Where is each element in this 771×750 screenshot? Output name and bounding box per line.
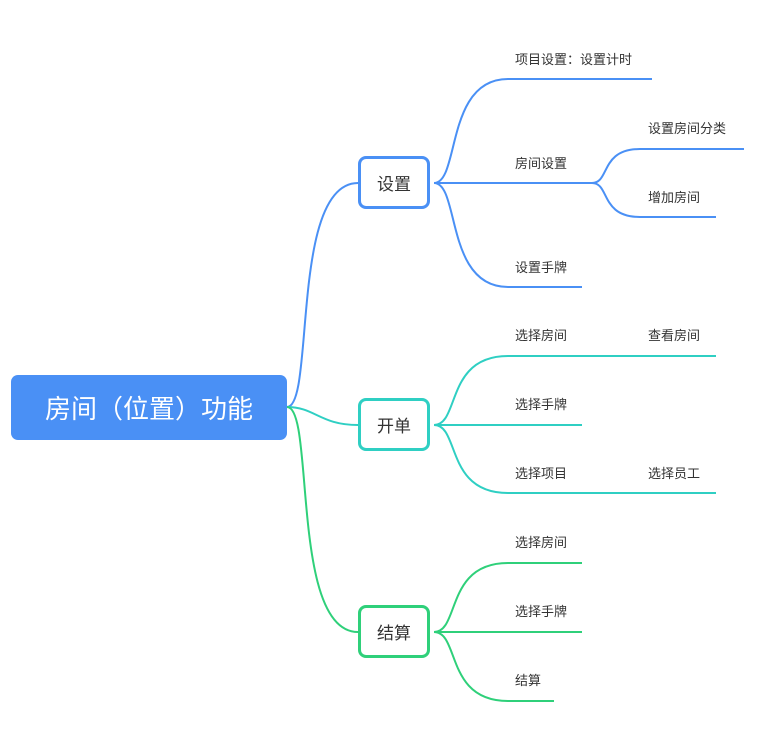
leaf-checkout-select-room[interactable]: 选择房间 [515, 536, 568, 551]
leaf-room-settings[interactable]: 房间设置 [515, 157, 568, 172]
root-node[interactable]: 房间（位置）功能 [11, 375, 287, 440]
branch-checkout-label: 结算 [377, 624, 411, 644]
branch-settings-label: 设置 [377, 175, 411, 195]
connector-settings-handcard [433, 182, 582, 288]
connector-root-settings [286, 182, 359, 408]
connector-room-category [591, 148, 744, 184]
connector-settings-project [433, 78, 652, 184]
leaf-select-staff[interactable]: 选择员工 [648, 467, 701, 482]
connector-root-checkout [286, 406, 359, 633]
branch-open[interactable]: 开单 [358, 398, 430, 451]
leaf-view-room[interactable]: 查看房间 [648, 329, 701, 344]
connector-root-open [286, 406, 359, 426]
root-label: 房间（位置）功能 [44, 395, 253, 425]
leaf-checkout-checkout[interactable]: 结算 [515, 674, 542, 689]
connector-checkout-checkout [433, 631, 554, 702]
leaf-room-category[interactable]: 设置房间分类 [648, 122, 727, 137]
leaf-handcard-settings[interactable]: 设置手牌 [515, 261, 568, 276]
branch-open-label: 开单 [377, 417, 411, 437]
leaf-open-select-room[interactable]: 选择房间 [515, 329, 568, 344]
leaf-open-select-project[interactable]: 选择项目 [515, 467, 568, 482]
connector-room-add [591, 182, 716, 218]
connector-open-room [433, 355, 716, 426]
leaf-open-select-handcard[interactable]: 选择手牌 [515, 398, 568, 413]
leaf-project-settings[interactable]: 项目设置：设置计时 [515, 53, 633, 68]
leaf-add-room[interactable]: 增加房间 [648, 191, 701, 206]
connector-checkout-room [433, 562, 582, 633]
branch-settings[interactable]: 设置 [358, 156, 430, 209]
leaf-checkout-select-handcard[interactable]: 选择手牌 [515, 605, 568, 620]
branch-checkout[interactable]: 结算 [358, 605, 430, 658]
connector-open-project [433, 424, 716, 494]
